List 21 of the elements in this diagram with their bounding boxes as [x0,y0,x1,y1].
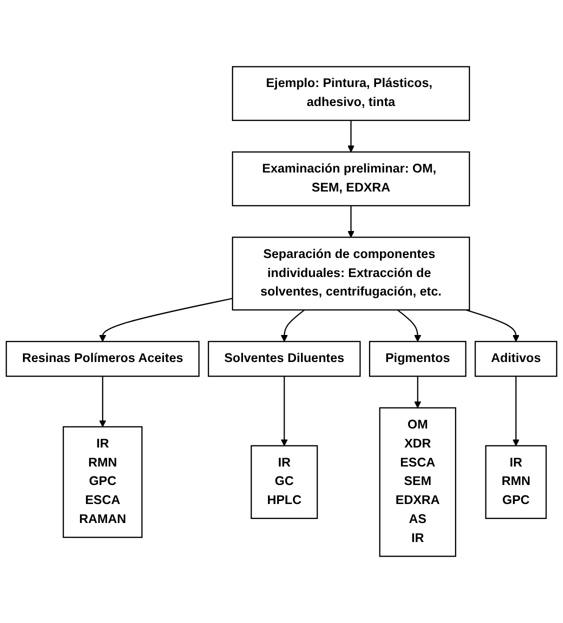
node-box: IR RMN GPC [485,445,547,519]
node-box: Solventes Diluentes [208,340,361,377]
arrow [348,120,354,152]
arrow [280,309,305,342]
arrow [280,376,288,446]
arrow [99,298,233,342]
node-box: Examinación preliminar: OM, SEM, EDXRA [232,151,470,206]
arrow [512,376,520,446]
arrow [466,309,520,342]
node-box: IR RMN GPC ESCA RAMAN [62,426,143,538]
arrow [99,376,106,428]
node-box: Ejemplo: Pintura, Plásticos, adhesivo, tinta [232,66,470,121]
node-box: Pigmentos [369,340,466,377]
arrow [397,309,422,342]
arrow [414,376,422,408]
node-box: Aditivos [474,340,558,377]
node-box: IR GC HPLC [250,445,318,519]
node-box: OM XDR ESCA SEM EDXRA AS IR [379,407,456,557]
arrow [348,206,354,238]
node-box: Resinas Polímeros Aceites [6,340,200,377]
node-box: Separación de componentes individuales: Extracción de solventes, centrifugación, etc. [232,236,470,311]
